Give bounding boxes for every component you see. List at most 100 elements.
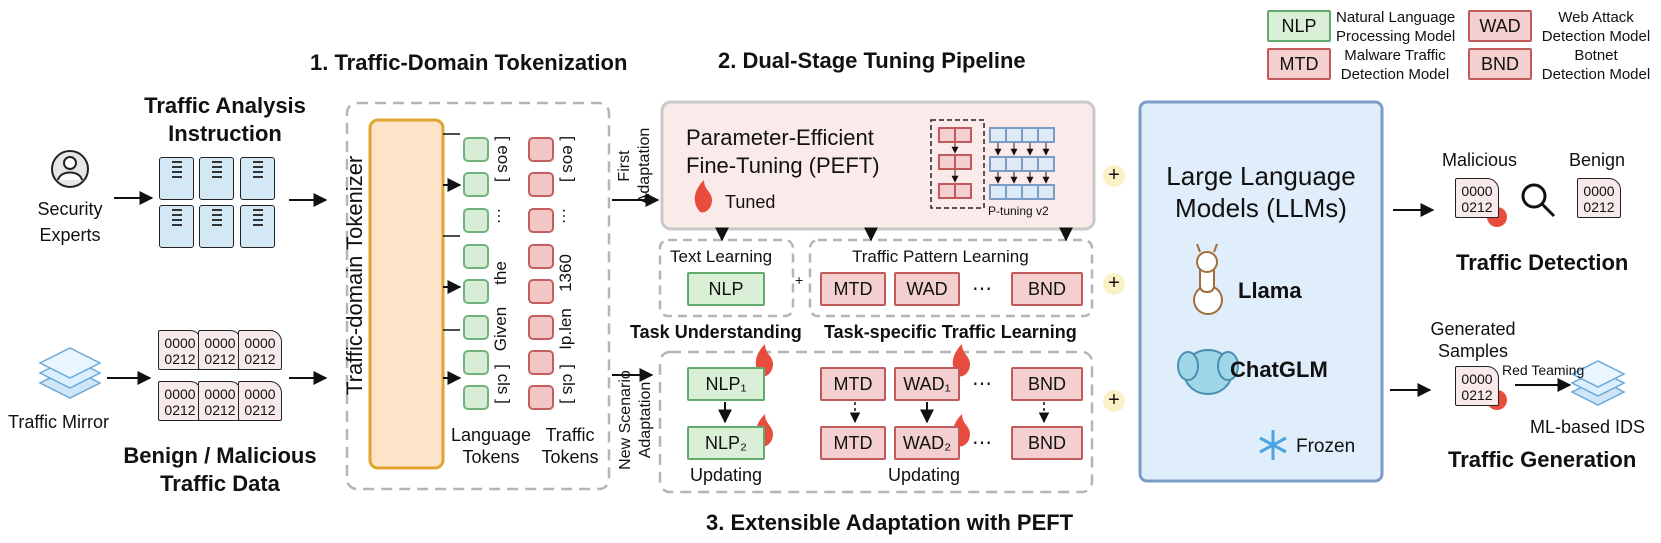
security-expert-icon <box>51 150 89 188</box>
peft-box <box>660 100 1096 231</box>
task-specific-label: Task-specific Traffic Learning <box>824 322 1077 342</box>
traffic-pattern-box <box>808 238 1094 318</box>
traffic-token <box>528 350 554 375</box>
stage1-nlp-box: NLP <box>687 272 765 306</box>
legend-wad-box: WAD <box>1468 10 1532 42</box>
malicious-label: Malicious <box>1442 150 1518 170</box>
traffic-detection-title: Traffic Detection <box>1456 250 1629 275</box>
stage1-bnd-box: BND <box>1011 272 1083 306</box>
text-learning-box <box>658 238 795 318</box>
wad1-box: WAD₁ <box>894 367 960 401</box>
tokenization-title: 1. Traffic-Domain Tokenization <box>310 50 628 75</box>
pipeline-title: 2. Dual-Stage Tuning Pipeline <box>718 48 1026 73</box>
instruction-card <box>159 157 194 200</box>
chatglm-label: ChatGLM <box>1230 357 1328 382</box>
tokenizer-label: Traffic-domain Tokenizer <box>342 155 367 395</box>
inner-plus: + <box>795 272 804 288</box>
updating-right-label: Updating <box>888 465 961 485</box>
lang-word-cls: [ cls ] <box>494 364 513 404</box>
tuned-label: Tuned <box>725 192 776 212</box>
instruction-card <box>199 157 234 200</box>
adaptation-panel <box>658 350 1094 494</box>
wad2-box: WAD₂ <box>894 426 960 460</box>
language-token <box>463 172 489 197</box>
tokenization-panel <box>345 101 611 491</box>
traffic-token <box>528 385 554 410</box>
stage1-wad-box: WAD <box>894 272 960 306</box>
ml-ids-label: ML-based IDS <box>1530 417 1646 437</box>
text-learning-label: Text Learning <box>670 247 773 266</box>
red-teaming-label: Red Teaming <box>1502 362 1585 378</box>
stage1-mtd-box: MTD <box>820 272 886 306</box>
traffic-token <box>528 137 554 162</box>
traffic-mirror-label: Traffic Mirror <box>8 412 109 432</box>
traffic-token <box>528 244 554 269</box>
ids-icon <box>1570 360 1626 406</box>
snowflake-icon <box>1259 430 1287 460</box>
lang-word-eos: [ eos ] <box>494 135 513 183</box>
magnifier-icon <box>1521 183 1556 218</box>
plus-icon: + <box>1103 165 1125 187</box>
traffic-token <box>528 279 554 304</box>
legend-mtd-box: MTD <box>1267 48 1331 80</box>
adaptation-title: 3. Extensible Adaptation with PEFT <box>706 510 1074 535</box>
legend-mtd-abbr: MTD <box>1279 53 1319 74</box>
language-token <box>463 350 489 375</box>
benign-label: Benign <box>1569 150 1626 170</box>
updating-left-label: Updating <box>690 465 763 485</box>
frozen-label: Frozen <box>1296 436 1356 457</box>
traffic-mirror-icon <box>38 347 102 399</box>
traffic-word-cls: [ cls ] <box>559 364 578 404</box>
language-token <box>463 208 489 233</box>
traffic-token <box>528 315 554 340</box>
traffic-word-ellipsis: … <box>559 207 578 225</box>
llama-icon <box>1193 243 1223 315</box>
nlp2-box: NLP₂ <box>687 426 765 460</box>
language-token <box>463 385 489 410</box>
adapt-ellipsis-top: ⋯ <box>972 373 992 395</box>
instruction-card <box>240 157 275 200</box>
traffic-word-iplen: Ip.len <box>556 308 575 350</box>
adapt-mtd-bottom: MTD <box>820 426 886 460</box>
language-token <box>463 244 489 269</box>
traffic-token <box>528 208 554 233</box>
legend-nlp-abbr: NLP <box>1281 15 1317 36</box>
plus-icon: + <box>1103 390 1125 412</box>
adapt-mtd-top: MTD <box>820 367 886 401</box>
traffic-pattern-label: Traffic Pattern Learning <box>852 247 1029 266</box>
language-token <box>463 315 489 340</box>
task-understanding-label: Task Understanding <box>630 322 802 342</box>
stage1-ellipsis: ⋯ <box>972 278 992 300</box>
traffic-token <box>528 172 554 197</box>
legend-bnd-abbr: BND <box>1480 53 1519 74</box>
traffic-word-eos: [ eos ] <box>559 135 578 183</box>
adapt-bnd-top: BND <box>1011 367 1083 401</box>
adapt-ellipsis-bottom: ⋯ <box>972 432 992 454</box>
instruction-card <box>199 205 234 248</box>
nlp1-box: NLP₁ <box>687 367 765 401</box>
legend-nlp-box: NLP <box>1267 10 1331 42</box>
lang-word-the: the <box>491 261 510 285</box>
lang-word-ellipsis: … <box>494 207 513 225</box>
